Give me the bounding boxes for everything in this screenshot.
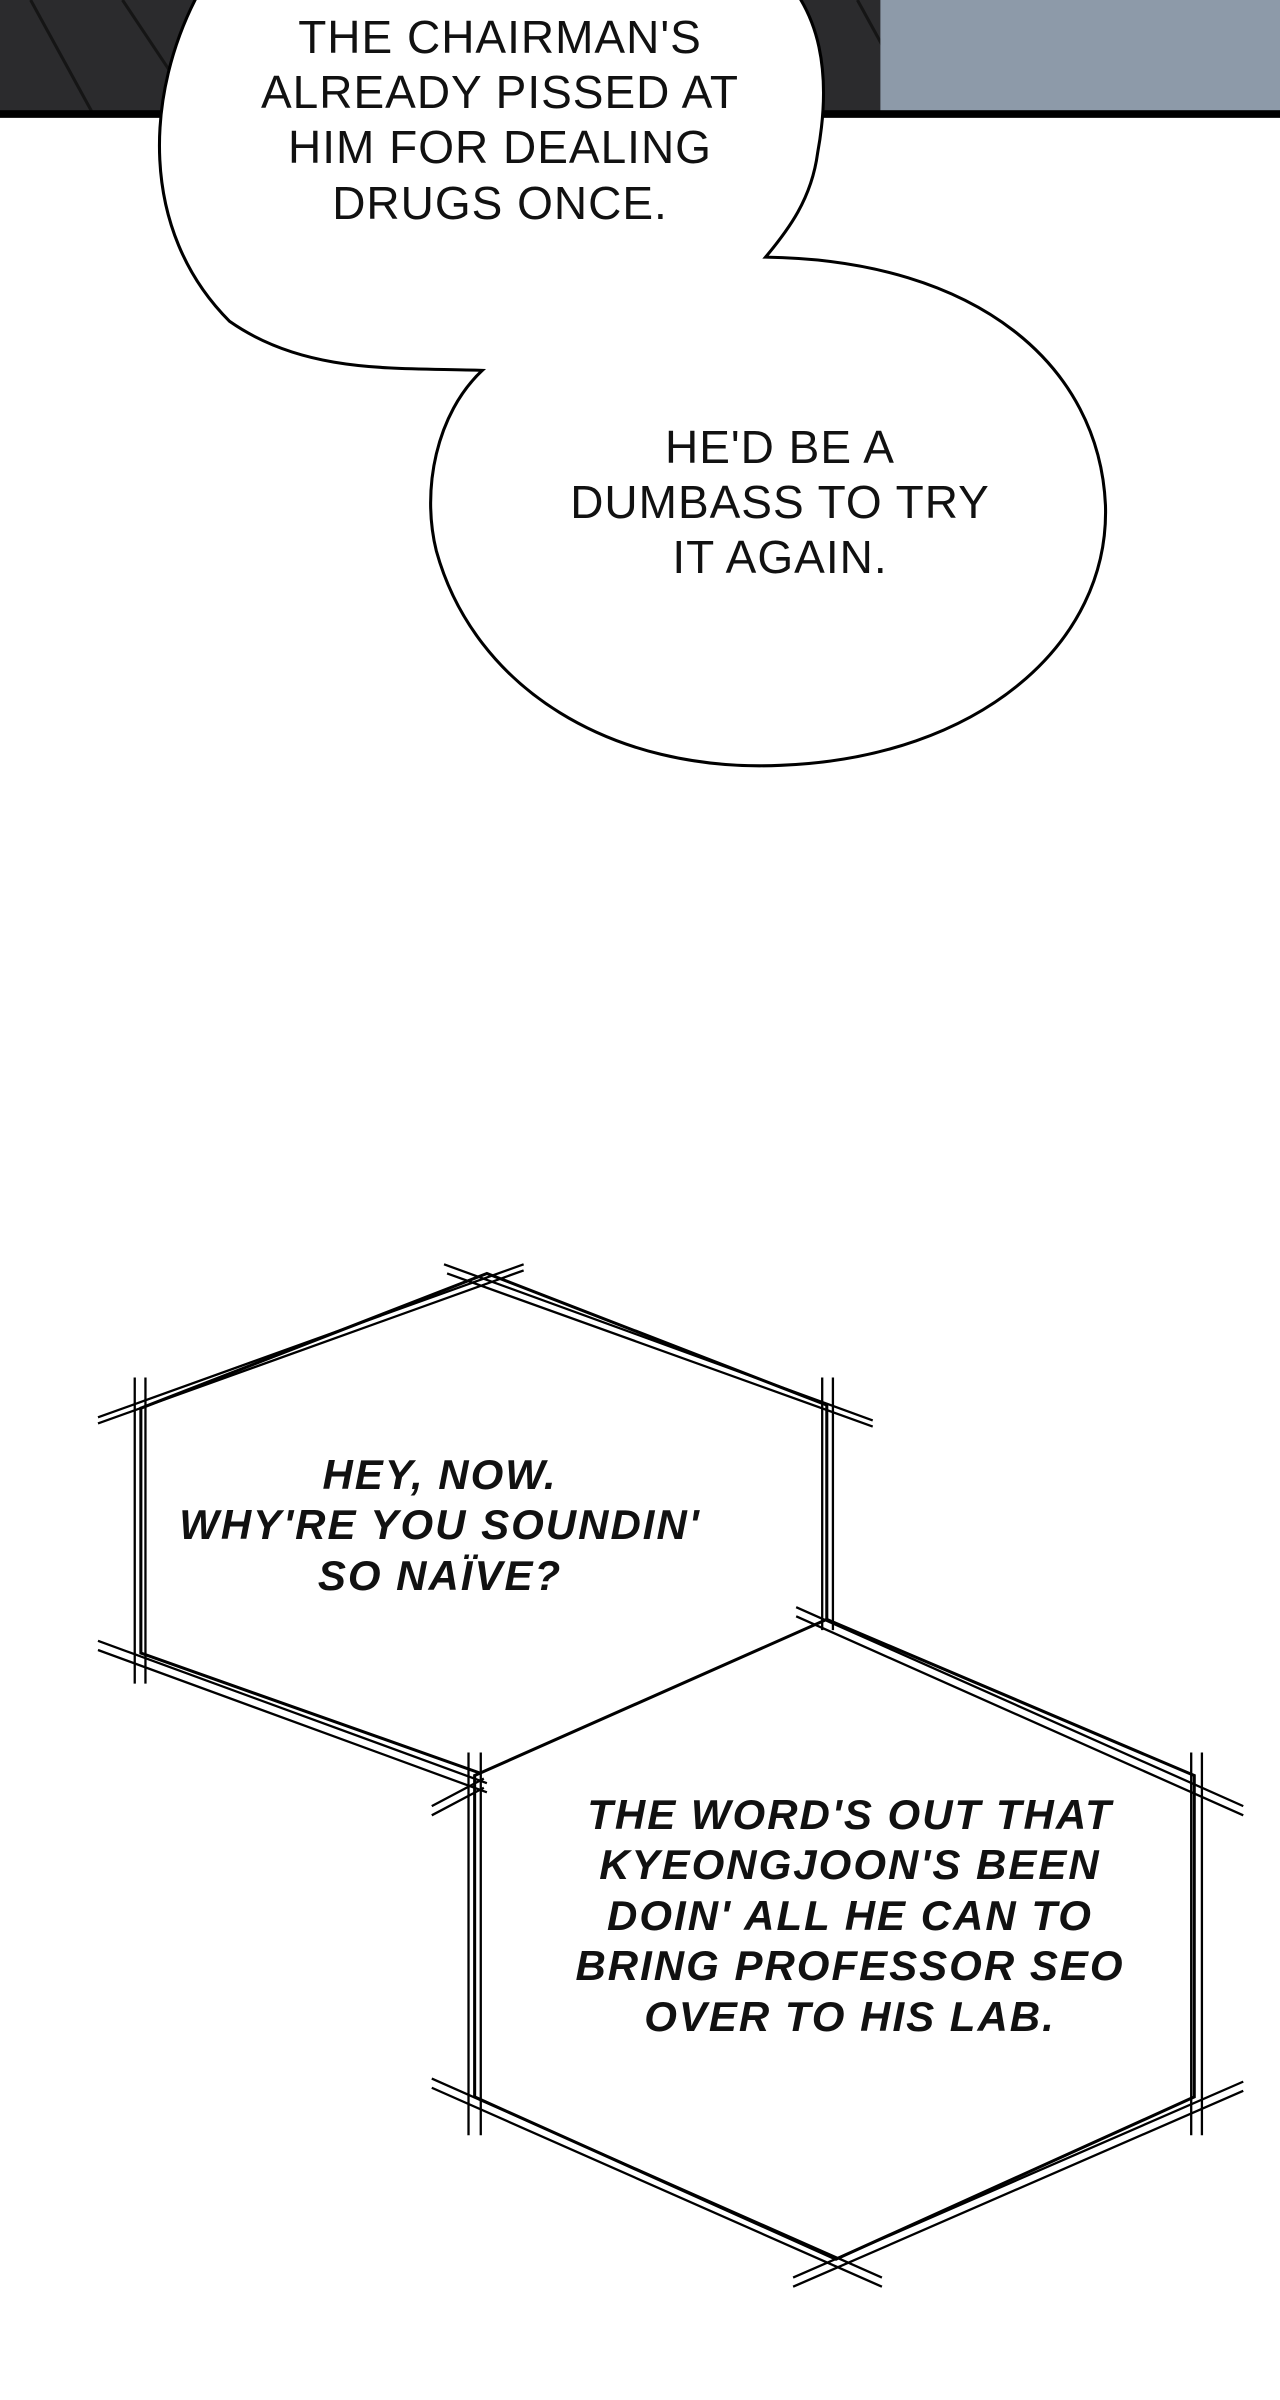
- frame-lines: [97, 1263, 1244, 2288]
- box-text: THE WORD'S OUT THAT KYEONGJOON'S BEEN DO…: [575, 1791, 1125, 2040]
- speech-bubble-text: HE'D BE A DUMBASS TO TRY IT AGAIN.: [570, 421, 990, 584]
- box-text: HEY, NOW. WHY'RE YOU SOUNDIN' SO NAÏVE?: [179, 1451, 701, 1599]
- speech-bubble-group: [157, 0, 1107, 768]
- speech-bubble-text: THE CHAIRMAN'S ALREADY PISSED AT HIM FOR…: [260, 11, 740, 229]
